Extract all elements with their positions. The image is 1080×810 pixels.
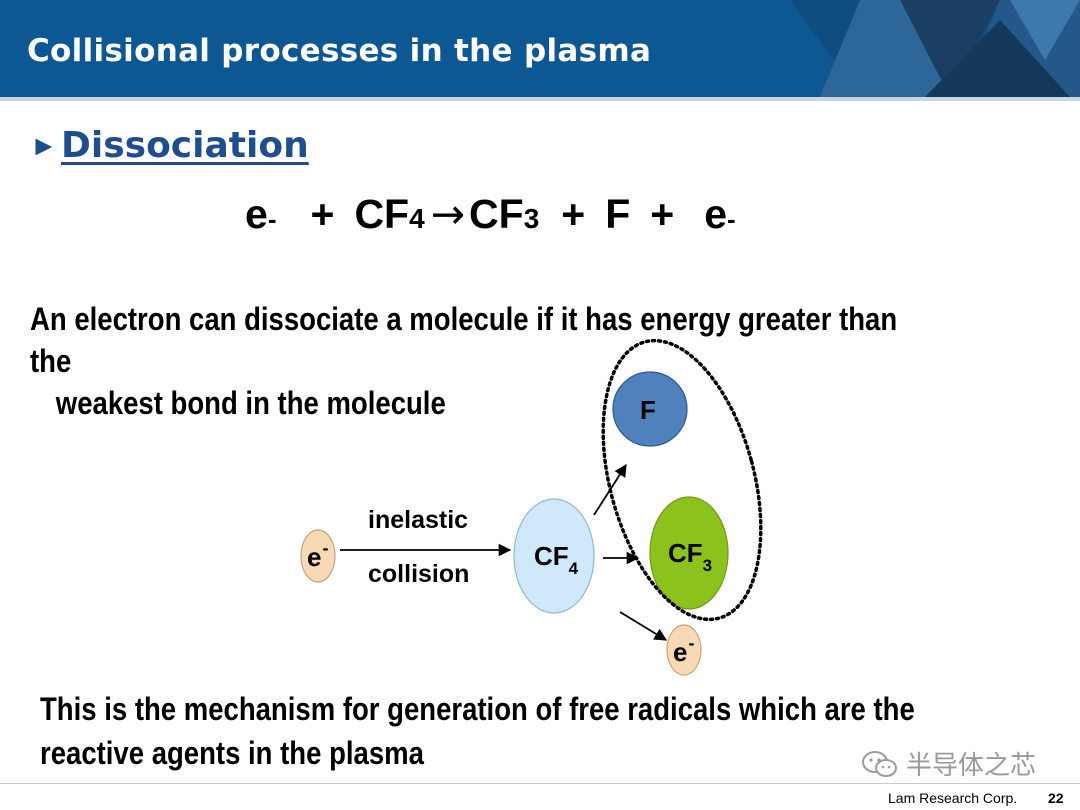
watermark-text: 半导体之芯 xyxy=(906,750,1037,780)
svg-text:e-: e- xyxy=(673,633,694,667)
eq-fluorine: F xyxy=(605,191,631,237)
section-heading: Dissociation xyxy=(61,125,309,166)
eq-plus-3: + xyxy=(650,191,675,237)
electron-in-label: e xyxy=(307,542,321,572)
f-radical-node xyxy=(612,371,688,447)
footer-divider xyxy=(0,783,1080,784)
explanation-line-2: weakest bond in the molecule xyxy=(55,385,446,421)
cf4-molecule-node xyxy=(513,498,595,614)
label-collision: collision xyxy=(368,560,469,588)
svg-text:e-: e- xyxy=(307,538,328,572)
eq-cf4: CF xyxy=(354,191,410,237)
wechat-icon xyxy=(862,750,897,777)
explanation-line-1: An electron can dissociate a molecule if… xyxy=(30,301,898,379)
eq-plus-1: + xyxy=(310,191,335,237)
conclusion-paragraph: This is the mechanism for generation of … xyxy=(40,687,969,775)
arrow-to-electron xyxy=(619,611,668,641)
cf4-subscript: 4 xyxy=(569,559,579,578)
svg-text:CF4: CF4 xyxy=(534,541,579,578)
eq-electron: e xyxy=(245,191,268,237)
conclusion-line-1: This is the mechanism for generation of … xyxy=(40,691,915,727)
conclusion-line-2: reactive agents in the plasma xyxy=(40,735,424,771)
eq-plus-2: + xyxy=(561,191,586,237)
footer-company: Lam Research Corp. xyxy=(888,790,1018,806)
svg-text:CF3: CF3 xyxy=(668,538,712,575)
electron-in-charge: - xyxy=(322,538,328,558)
electron-in-node xyxy=(300,529,336,583)
eq-cf3: CF xyxy=(469,191,524,237)
cf3-subscript: 3 xyxy=(703,556,712,575)
label-inelastic: inelastic xyxy=(368,506,468,534)
radicals-dotted-outline xyxy=(601,338,763,622)
explanation-paragraph: An electron can dissociate a molecule if… xyxy=(30,298,899,424)
header-divider xyxy=(0,97,1080,101)
eq-arrow: → xyxy=(430,190,466,238)
electron-out-node xyxy=(666,624,702,676)
slide-header: Collisional processes in the plasma xyxy=(0,0,1080,97)
header-triangles-decor xyxy=(790,0,1080,97)
electron-out-label: e xyxy=(673,637,687,667)
cf4-label: CF xyxy=(534,541,569,571)
page-number: 22 xyxy=(1048,790,1064,806)
cf3-label: CF xyxy=(668,538,703,568)
watermark: 半导体之芯 xyxy=(860,745,1036,782)
bullet-icon: ► xyxy=(30,130,58,161)
page-title: Collisional processes in the plasma xyxy=(27,33,652,69)
cf3-radical-node xyxy=(649,496,729,610)
electron-out-charge: - xyxy=(688,633,694,653)
f-label: F xyxy=(640,395,656,425)
eq-electron-out: e xyxy=(704,191,728,237)
